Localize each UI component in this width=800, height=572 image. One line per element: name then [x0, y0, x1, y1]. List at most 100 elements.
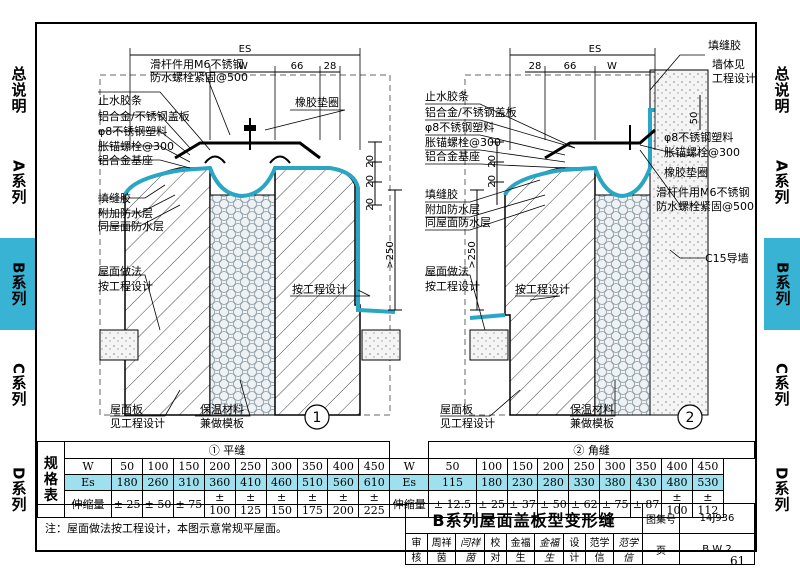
label-gasket-2: 橡胶垫圈 — [664, 165, 708, 179]
label-rod-1: 滑杆件用M6不锈钢 — [150, 57, 244, 71]
label-roof2-1: 按工程设计 — [98, 279, 153, 293]
table-cell: 410 — [234, 474, 267, 491]
side-nav-c-series-right[interactable]: C系列 — [772, 362, 791, 407]
label-slab-2: 屋面板 — [440, 402, 473, 416]
label-per-design-1: 按工程设计 — [292, 282, 347, 296]
side-nav-general-right[interactable]: 总说明 — [772, 66, 791, 114]
table-cell: 510 — [296, 474, 329, 491]
table-cell: 450 — [691, 458, 724, 475]
label-rod2-2: 防水螺栓紧固@500 — [656, 199, 754, 213]
label-per-design-2: 按工程设计 — [515, 282, 570, 296]
dim-20b-2: 20 — [487, 175, 498, 188]
table-cell: 150 — [172, 458, 205, 475]
table-cell: 250 — [234, 458, 267, 475]
label-anchor-r-2: 胀锚螺栓@300 — [664, 145, 740, 159]
table-cell: 560 — [327, 474, 360, 491]
label-roof-1: 屋面做法 — [98, 264, 142, 278]
table-cell: 150 — [506, 458, 539, 475]
flat-joint-header: ① 平缝 — [63, 441, 391, 459]
table-cell: 380 — [599, 474, 632, 491]
label-seal-2: 止水胶条 — [425, 89, 469, 103]
table-cell: 100 — [475, 458, 508, 475]
side-nav-c-series[interactable]: C系列 — [9, 362, 28, 407]
cover-plate-2 — [544, 128, 656, 160]
review-label: 审核 — [405, 533, 428, 565]
label-insul2-1: 兼做模板 — [200, 416, 244, 430]
table-cell: 610 — [358, 474, 391, 491]
label-same-wp-2: 同屋面防水层 — [425, 215, 491, 229]
drawing-1-flat-joint — [98, 48, 402, 430]
page-number: 61 — [730, 554, 746, 568]
label-rod2-1: 防水螺栓紧固@500 — [150, 70, 248, 84]
table-cell: 300 — [265, 458, 298, 475]
reviewer-signature: 闫祥茵 — [455, 533, 485, 565]
label-same-wp-1: 同屋面防水层 — [98, 219, 164, 233]
label-strip-1: φ8不锈钢塑料 — [98, 124, 167, 138]
table-cell: 350 — [630, 458, 663, 475]
side-nav-a-series[interactable]: A系列 — [9, 159, 28, 205]
dim-es-1: ES — [239, 44, 252, 55]
label-roof2-2: 按工程设计 — [425, 279, 480, 293]
dim-250-2: >250 — [467, 241, 478, 268]
label-cover-2: 铝合金/不锈钢盖板 — [425, 105, 517, 119]
insulation-1 — [209, 194, 276, 416]
page-label: 页 — [642, 533, 680, 565]
label-strip-r-2: φ8不锈钢塑料 — [664, 130, 733, 144]
wall-2 — [649, 69, 709, 416]
table-cell: 400 — [327, 458, 360, 475]
table-cell: 530 — [691, 474, 724, 491]
dim-w-2: W — [607, 61, 617, 72]
label-add-wp-2: 附加防水层 — [425, 202, 480, 216]
cover-plate-1 — [174, 141, 321, 160]
atlas-number: 14J936 — [679, 503, 755, 534]
side-nav-d-series-right[interactable]: D系列 — [772, 467, 791, 513]
label-filler-top-2: 填缝胶 — [708, 38, 741, 52]
note: 注：屋面做法按工程设计，本图示意常规平屋面。 — [37, 504, 407, 550]
table-cell: 460 — [265, 474, 298, 491]
atlas-label: 图集号 — [642, 503, 680, 534]
drawing-2-corner-joint — [425, 48, 709, 430]
table-cell: 330 — [568, 474, 601, 491]
label-anchor-1: 胀锚螺栓@300 — [98, 139, 174, 153]
drawing-title: B系列屋面盖板型变形缝 — [405, 503, 643, 534]
design-label: 设计 — [562, 533, 586, 565]
label-wall-2: 墙体见 — [712, 57, 745, 71]
table-cell: 400 — [661, 458, 693, 475]
side-nav-a-series-right[interactable]: A系列 — [772, 159, 791, 205]
page-code: B W 2 — [679, 533, 755, 565]
label-slab2-2: 见工程设计 — [440, 417, 495, 430]
designer: 范学信 — [584, 533, 615, 565]
side-nav-b-series-right[interactable]: B系列 — [764, 238, 800, 330]
dim-66-1: 66 — [291, 61, 304, 72]
table-cell: 300 — [599, 458, 632, 475]
label-gasket-1: 橡胶垫圈 — [295, 95, 339, 109]
side-nav-b-series[interactable]: B系列 — [0, 238, 36, 330]
side-nav-d-series[interactable]: D系列 — [9, 467, 28, 513]
dim-20c-1: 20 — [365, 198, 376, 211]
label-strip-2: φ8不锈钢塑料 — [425, 120, 494, 134]
dim-28-2: 28 — [529, 61, 542, 72]
table-cell: 260 — [142, 474, 174, 491]
table-cell: 350 — [296, 458, 329, 475]
drawing-sheet — [35, 22, 757, 552]
check-label: 校对 — [483, 533, 507, 565]
dim-20a-2: 20 — [487, 155, 498, 168]
waterproof-membrane-2 — [503, 108, 655, 199]
label-seal-1: 止水胶条 — [98, 93, 142, 107]
label-rod-2: 滑杆件用M6不锈钢 — [656, 185, 750, 199]
row-label: W — [63, 458, 113, 475]
label-insul-1: 保温材料 — [200, 402, 244, 416]
label-filler-1: 填缝胶 — [98, 191, 131, 205]
dim-66-2: 66 — [564, 61, 577, 72]
label-guide-2: C15导墙 — [705, 251, 749, 265]
table-cell: 115 — [428, 474, 477, 491]
table-cell: 100 — [142, 458, 174, 475]
label-slab-1: 屋面板 — [110, 402, 143, 416]
row-label: Es — [389, 474, 430, 491]
label-base-1: 铝合金基座 — [98, 153, 153, 167]
waterproof-membrane-1 — [123, 165, 396, 314]
table-cell: 360 — [203, 474, 236, 491]
side-nav-general[interactable]: 总说明 — [9, 66, 28, 114]
table-cell: 200 — [537, 458, 570, 475]
table-cell: 280 — [537, 474, 570, 491]
